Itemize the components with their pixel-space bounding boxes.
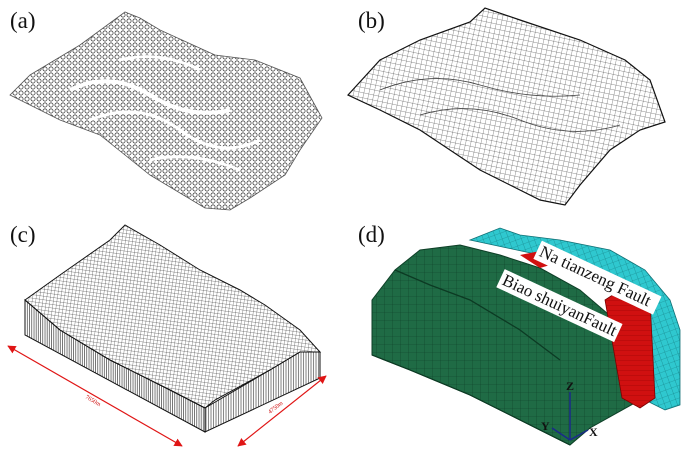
panel-a-label: (a) bbox=[10, 8, 36, 33]
panel-c-mesh-block: 7650m 4750m bbox=[7, 224, 327, 447]
axis-x-label: X bbox=[589, 425, 598, 439]
panel-b-surface-mesh bbox=[347, 7, 666, 206]
panel-b-label: (b) bbox=[358, 8, 385, 33]
dim-width-label: 4750m bbox=[268, 400, 285, 415]
panel-c-label: (c) bbox=[10, 222, 36, 247]
dim-length-label: 7650m bbox=[84, 395, 102, 409]
axis-z-label: Z bbox=[566, 379, 574, 393]
panel-d-fe-model: Na tianzeng Fault Biao shuiyanFault Z Y … bbox=[371, 227, 681, 446]
axis-y-label: Y bbox=[541, 419, 550, 433]
panel-d-label: (d) bbox=[358, 222, 385, 247]
panel-a-point-cloud bbox=[9, 11, 323, 211]
